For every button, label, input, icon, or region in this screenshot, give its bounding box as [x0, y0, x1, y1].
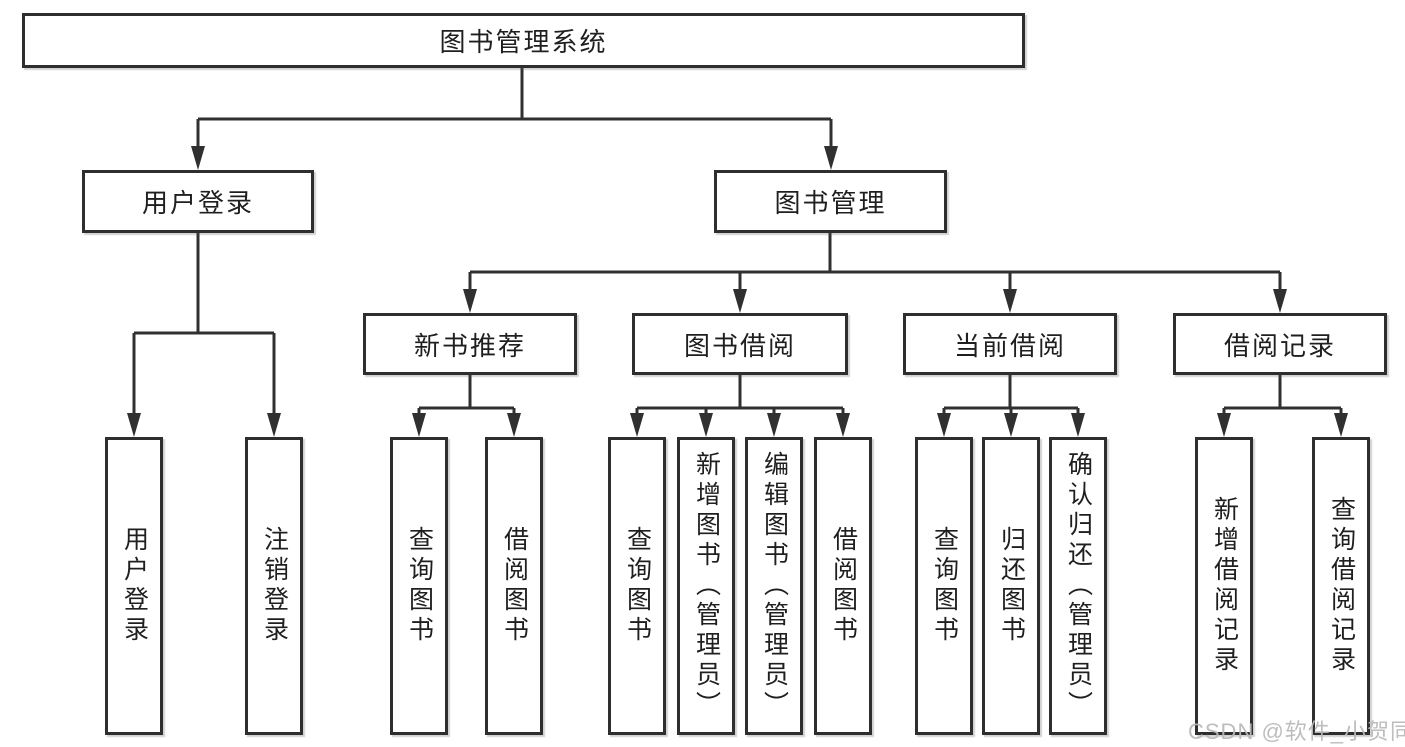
connector-records-to-leaves — [1222, 375, 1343, 417]
node-new-book-recommend: 新书推荐 — [363, 313, 577, 375]
node-current-borrow-label: 当前借阅 — [953, 330, 1066, 361]
connector-newbook-to-leaves — [417, 375, 516, 417]
leaf-query-books-1-label: 查询图书 — [405, 526, 434, 646]
leaf-add-borrow-record-label: 新增借阅记录 — [1210, 496, 1239, 676]
leaf-return-books: 归还图书 — [982, 437, 1040, 735]
connector-bookmgmt-to-level2 — [468, 233, 1282, 293]
leaf-query-books-1: 查询图书 — [390, 437, 448, 735]
leaf-borrow-books-2-label: 借阅图书 — [829, 526, 858, 646]
leaf-return-books-label: 归还图书 — [997, 526, 1026, 646]
leaf-query-borrow-record: 查询借阅记录 — [1312, 437, 1370, 735]
leaf-borrow-books-2: 借阅图书 — [814, 437, 872, 735]
node-library-system-label: 图书管理系统 — [439, 27, 608, 57]
connector-currentborrow-to-leaves — [942, 375, 1080, 417]
arrowheads — [127, 146, 1348, 437]
leaf-borrow-books-1-label: 借阅图书 — [500, 526, 529, 646]
leaf-query-books-3: 查询图书 — [915, 437, 973, 735]
leaf-edit-books-admin: 编辑图书（管理员） — [745, 437, 803, 735]
node-user-login: 用户登录 — [82, 170, 314, 233]
leaf-edit-books-admin-label: 编辑图书（管理员） — [760, 451, 789, 721]
node-user-login-label: 用户登录 — [141, 188, 254, 218]
leaf-query-books-2: 查询图书 — [608, 437, 666, 735]
node-book-borrow: 图书借阅 — [632, 313, 848, 375]
leaf-borrow-books-1: 借阅图书 — [485, 437, 543, 735]
csdn-watermark: CSDN @软件_小贺同学 — [1188, 719, 1405, 744]
connector-bookborrow-to-leaves — [635, 375, 845, 417]
node-book-management-label: 图书管理 — [774, 188, 887, 218]
leaf-logout-label: 注销登录 — [260, 526, 289, 646]
node-borrow-records-label: 借阅记录 — [1223, 330, 1336, 361]
leaf-confirm-return-admin: 确认归还（管理员） — [1049, 437, 1107, 735]
leaf-add-books-admin: 新增图书（管理员） — [677, 437, 735, 735]
node-book-management: 图书管理 — [714, 170, 947, 233]
leaf-logout: 注销登录 — [245, 437, 303, 735]
node-book-borrow-label: 图书借阅 — [683, 330, 796, 361]
node-current-borrow: 当前借阅 — [903, 313, 1117, 375]
node-new-book-recommend-label: 新书推荐 — [413, 330, 526, 361]
leaf-add-books-admin-label: 新增图书（管理员） — [692, 451, 721, 721]
leaf-confirm-return-admin-label: 确认归还（管理员） — [1064, 451, 1093, 721]
node-borrow-records: 借阅记录 — [1173, 313, 1387, 375]
leaf-query-books-2-label: 查询图书 — [623, 526, 652, 646]
connector-userlogin-to-leaves — [132, 233, 276, 417]
connector-root-to-level1 — [196, 68, 833, 150]
node-library-system: 图书管理系统 — [22, 13, 1025, 68]
leaf-query-borrow-record-label: 查询借阅记录 — [1327, 496, 1356, 676]
leaf-user-login: 用户登录 — [105, 437, 163, 735]
leaf-add-borrow-record: 新增借阅记录 — [1195, 437, 1253, 735]
leaf-query-books-3-label: 查询图书 — [930, 526, 959, 646]
leaf-user-login-label: 用户登录 — [120, 526, 149, 646]
